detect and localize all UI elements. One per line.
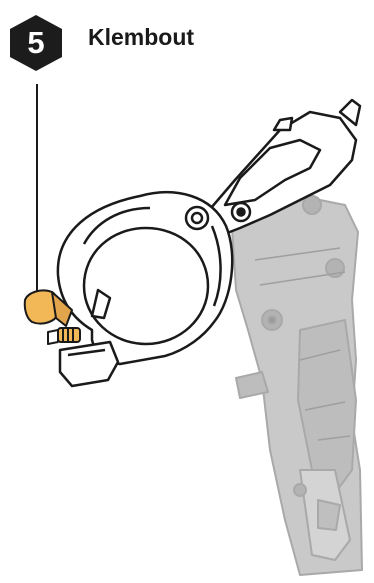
hinge-bolt — [186, 207, 208, 229]
derailleur-body — [232, 196, 362, 575]
